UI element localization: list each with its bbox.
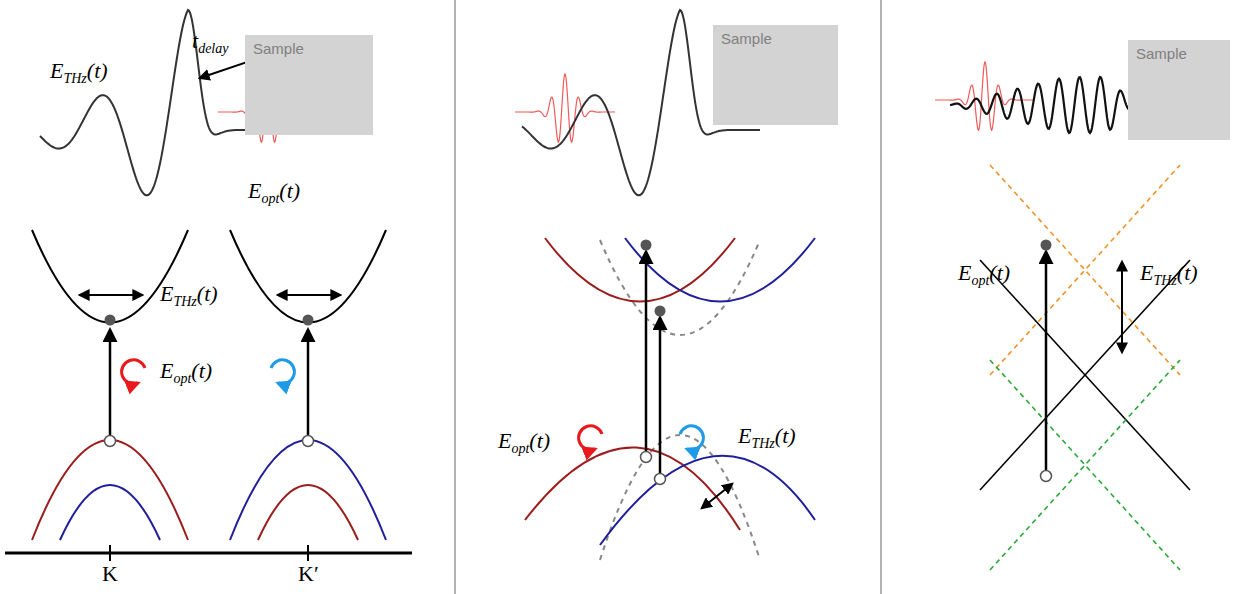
dirac-cones: [980, 165, 1190, 570]
sample-box: Sample: [1128, 40, 1230, 140]
math-label: tdelay: [192, 30, 228, 56]
sample-label: Sample: [713, 25, 772, 47]
panel-divider: [880, 0, 882, 594]
sample-box: Sample: [245, 35, 373, 135]
sample-box: Sample: [713, 25, 838, 125]
math-label: ETHz(t): [160, 283, 218, 309]
math-label: K′: [298, 563, 319, 585]
band-structure: [32, 230, 386, 540]
math-label: Eopt(t): [160, 360, 212, 386]
math-label: ETHz(t): [738, 425, 796, 451]
field-waveform: [515, 74, 615, 142]
math-label: ETHz(t): [50, 60, 108, 86]
math-label: Eopt(t): [958, 262, 1010, 288]
field-waveform: [40, 10, 245, 195]
waveforms: [40, 10, 1135, 195]
math-label: K: [102, 563, 118, 585]
transitions: [1041, 240, 1123, 482]
panel-divider: [454, 0, 456, 594]
sample-label: Sample: [1128, 40, 1187, 62]
math-label: Eopt(t): [498, 430, 550, 456]
math-label: ETHz(t): [1140, 262, 1198, 288]
field-waveform: [950, 77, 1135, 133]
transitions: [579, 240, 732, 509]
math-label: Eopt(t): [248, 180, 300, 206]
band-structure: [525, 238, 815, 560]
sample-label: Sample: [245, 35, 304, 57]
